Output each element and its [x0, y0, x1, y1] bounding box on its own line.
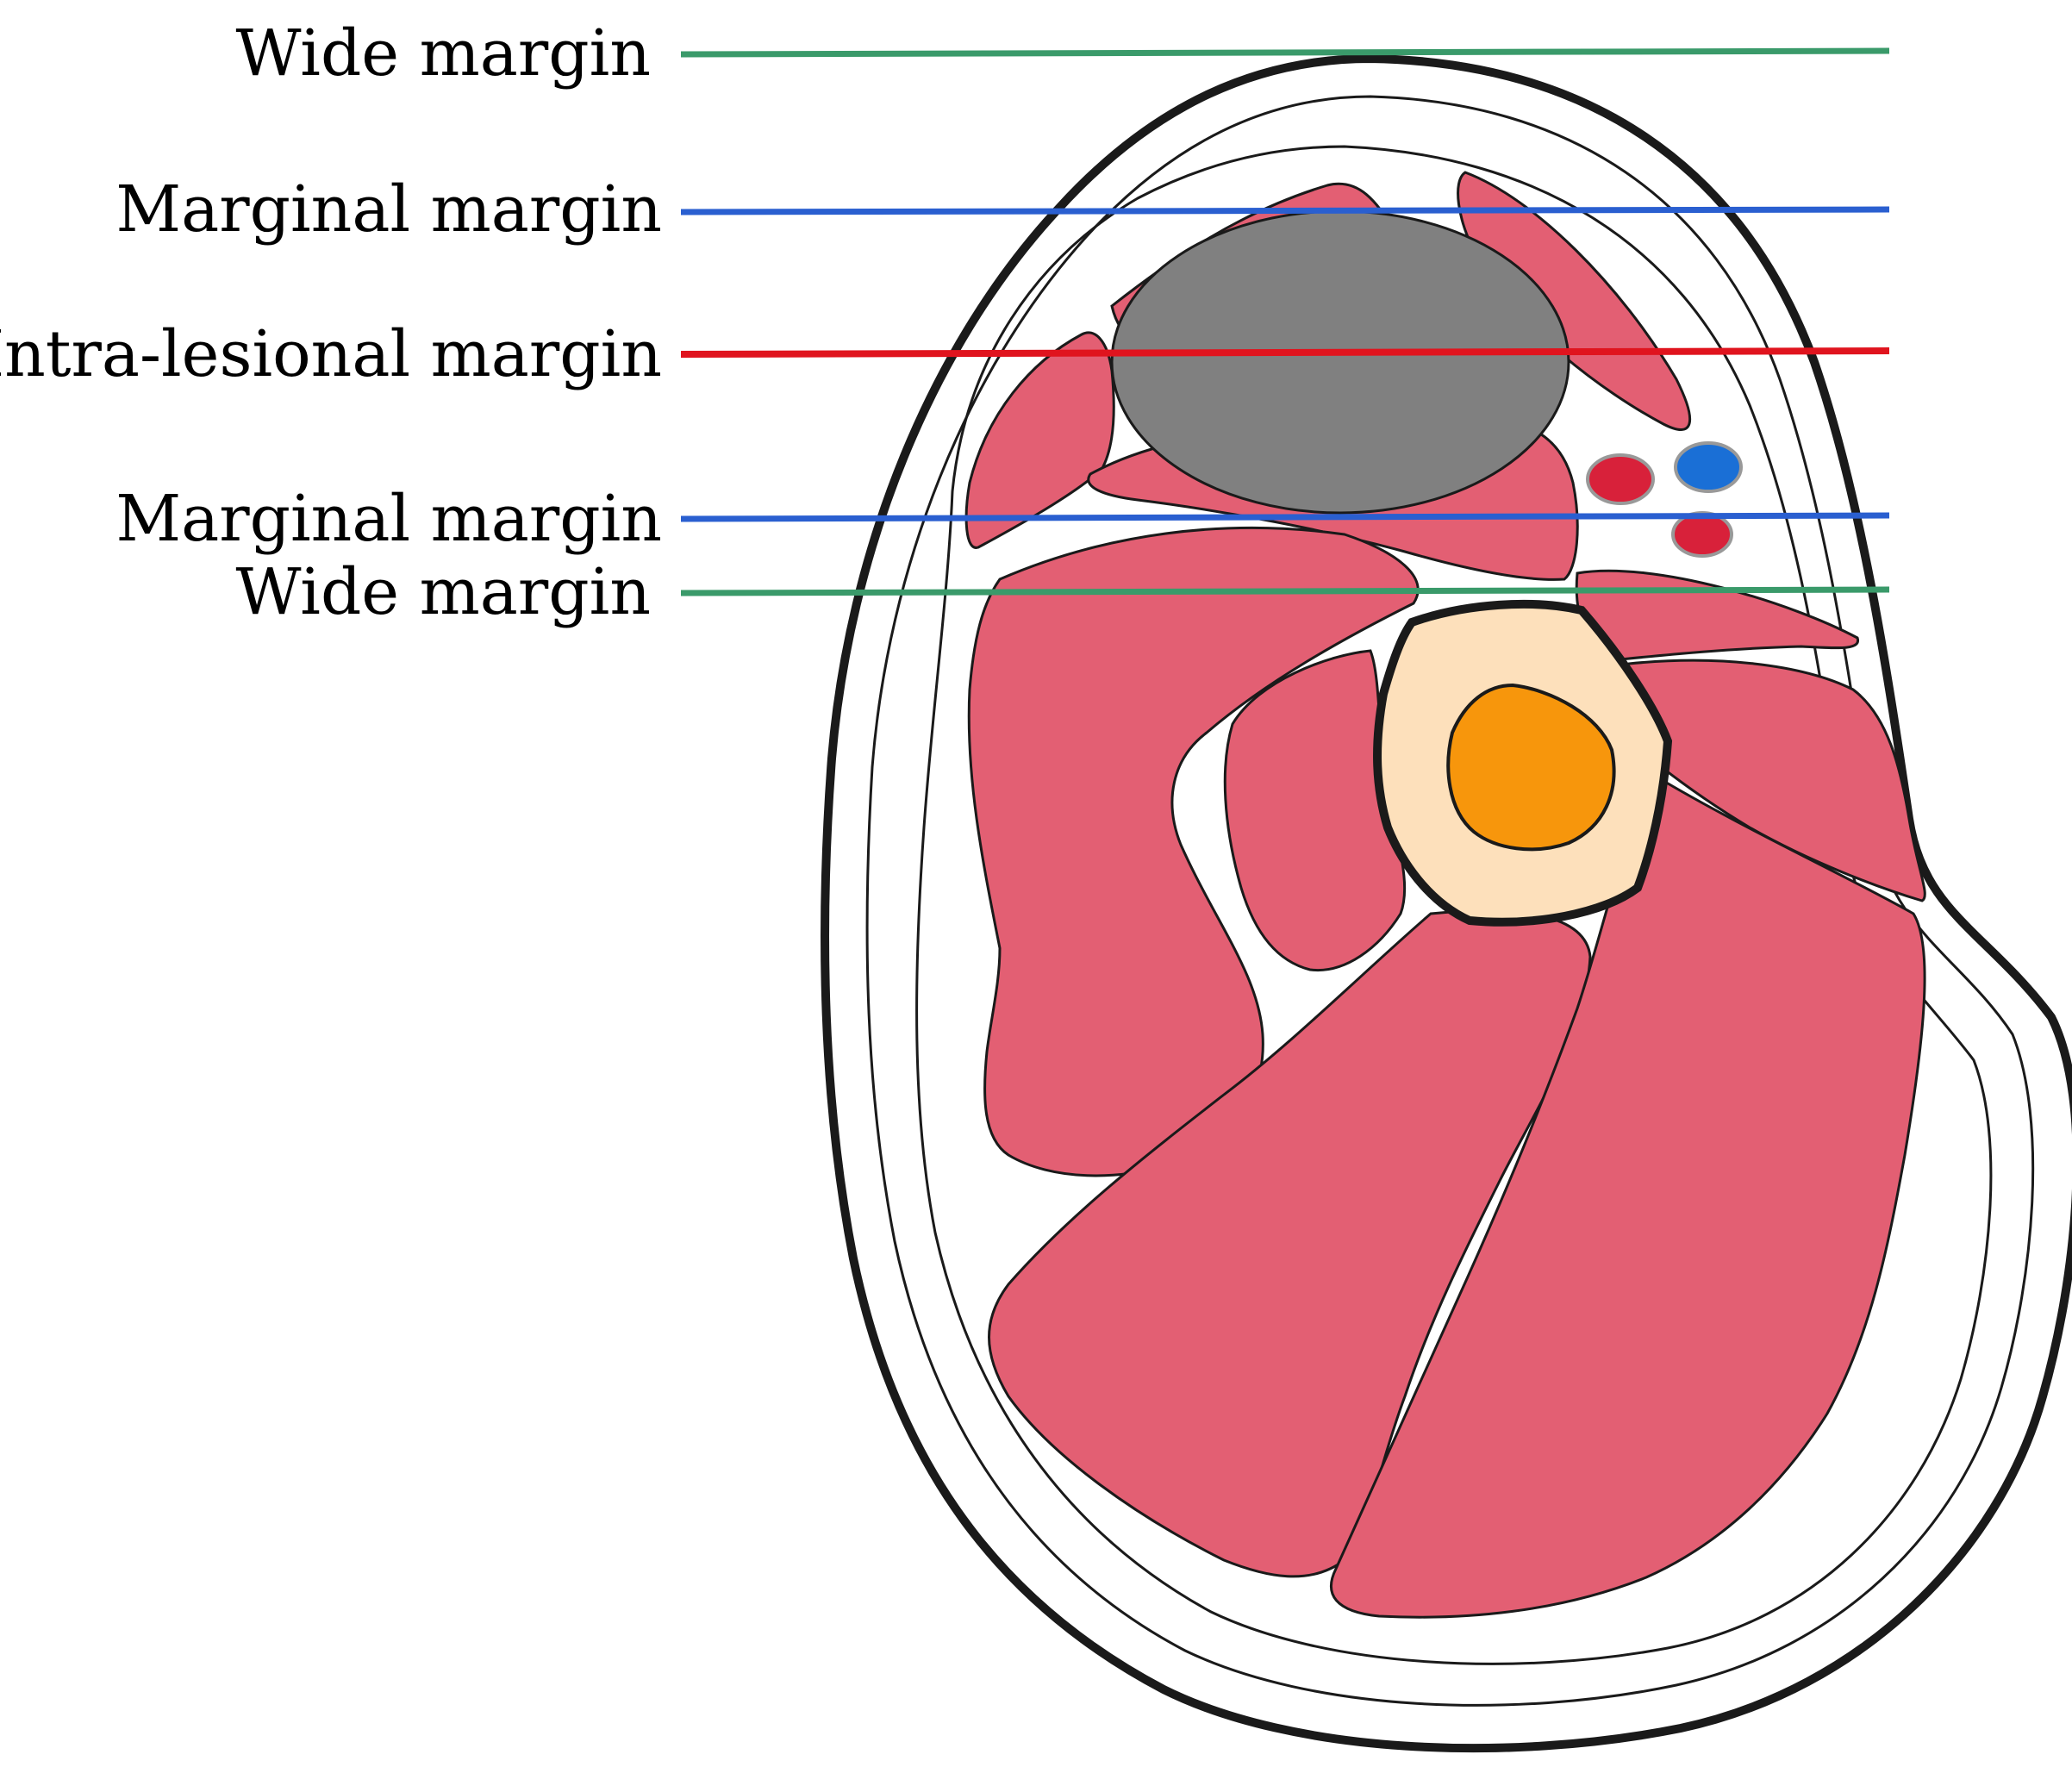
artery-lower [1671, 511, 1733, 558]
intralesional-margin-label: Intra-lesional margin [0, 317, 662, 391]
bone [1373, 599, 1673, 927]
wide-margin-top-label: Wide margin [236, 16, 651, 91]
tumor [1110, 209, 1570, 515]
bone-marrow [1446, 683, 1616, 852]
muscle-lower-right [1330, 773, 1926, 1619]
vein [1674, 441, 1743, 493]
neurovascular-bundle [1586, 441, 1743, 558]
marginal-margin-top-line [680, 206, 1890, 215]
subcutaneous-boundary [865, 95, 2035, 1707]
muscle-large-left [967, 526, 1420, 1177]
wide-margin-top-line [680, 47, 1890, 58]
margin-labels: Wide margin Marginal margin Intra-lesion… [0, 16, 662, 629]
marginal-margin-bottom-label: Marginal margin [115, 482, 662, 556]
marginal-margin-bottom-line [680, 512, 1890, 522]
wide-margin-bottom-label: Wide margin [236, 555, 651, 629]
artery-upper [1586, 453, 1655, 505]
wide-margin-bottom-line [680, 586, 1890, 596]
marginal-margin-top-label: Marginal margin [115, 172, 662, 247]
margin-lines [680, 47, 1890, 596]
intralesional-margin-line [680, 347, 1890, 358]
